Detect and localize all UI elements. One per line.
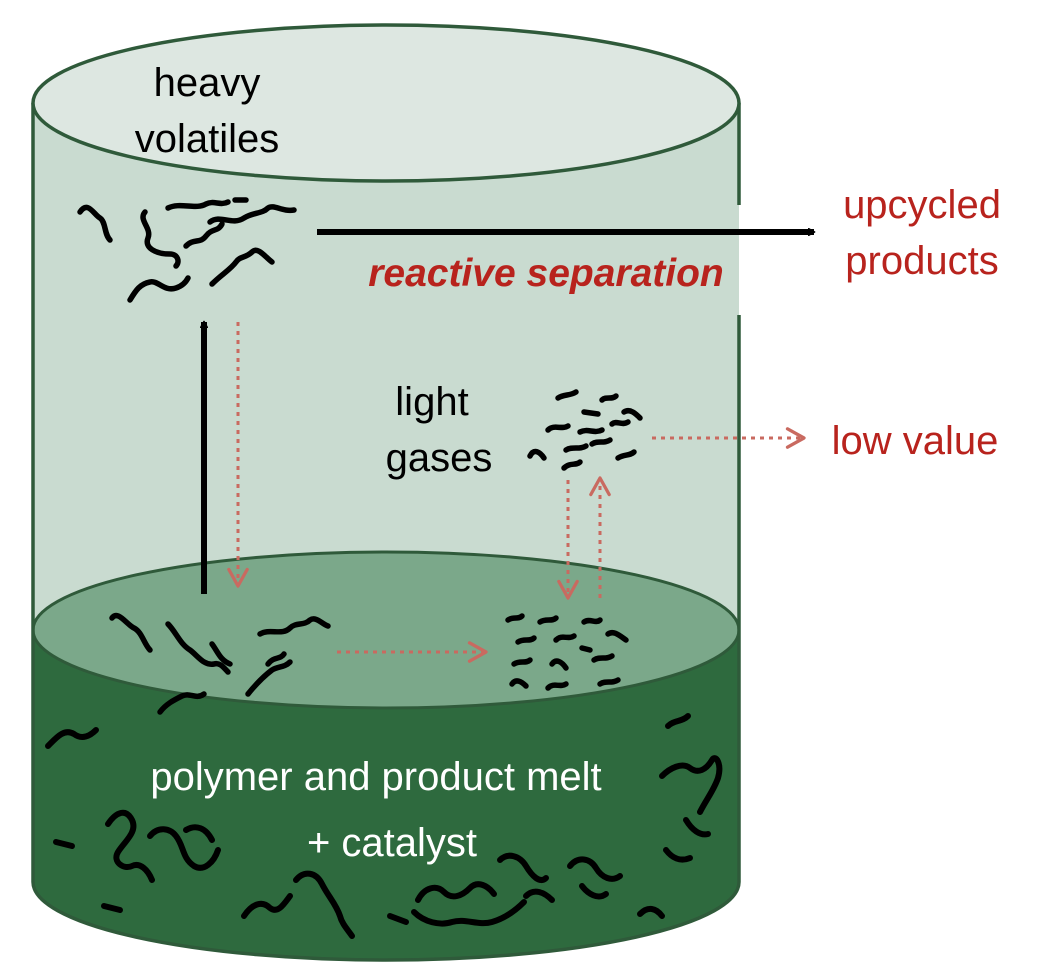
- short-dash-fragment-icon: [555, 389, 579, 401]
- short-dash-fragment-icon: [615, 449, 637, 461]
- surface-chains: [109, 612, 331, 715]
- squiggle-chain-icon: [45, 727, 99, 749]
- surface-fragments: [505, 613, 629, 691]
- squiggle-chain-icon: [665, 713, 691, 729]
- squiggle-chain-icon: [140, 209, 181, 269]
- short-dash-fragment-icon: [563, 443, 589, 453]
- melt-polymer-chains: [45, 713, 723, 939]
- squiggle-chain-icon: [101, 903, 123, 913]
- short-dash-fragment-icon: [511, 657, 533, 667]
- vessel-top: [31, 23, 741, 183]
- melt-label-line1: polymer and product melt: [150, 755, 601, 799]
- short-dash-fragment-icon: [561, 459, 583, 471]
- squiggle-chain-icon: [183, 824, 215, 843]
- light-gases-label-line1: light: [395, 380, 468, 424]
- squiggle-chain-icon: [411, 899, 527, 927]
- squiggle-chain-icon: [265, 651, 287, 667]
- squiggle-chain-icon: [497, 852, 549, 884]
- heavy-volatiles-label-line1: heavy: [154, 61, 261, 105]
- squiggle-chain-icon: [157, 691, 207, 715]
- squiggle-chain-icon: [207, 204, 297, 225]
- short-dash-fragment-icon: [509, 678, 529, 689]
- squiggle-chain-icon: [209, 247, 275, 287]
- vessel-bottom-edge: [31, 881, 741, 962]
- squiggle-chain-icon: [387, 913, 409, 925]
- squiggle-chain-icon: [241, 893, 293, 919]
- squiggle-chain-icon: [77, 204, 113, 243]
- short-dash-fragment-icon: [549, 658, 569, 671]
- squiggle-chain-icon: [183, 221, 225, 249]
- short-dash-fragment-icon: [527, 448, 547, 461]
- upcycled-products-label-line2: products: [845, 239, 998, 283]
- squiggle-chain-icon: [415, 881, 497, 903]
- squiggle-chain-icon: [245, 659, 293, 697]
- squiggle-chain-icon: [293, 870, 355, 939]
- light-gas-fragments: [527, 389, 643, 471]
- squiggle-chain-icon: [53, 839, 75, 849]
- squiggle-chain-icon: [683, 817, 711, 838]
- short-dash-fragment-icon: [581, 409, 601, 417]
- squiggle-chain-icon: [209, 641, 233, 667]
- short-dash-fragment-icon: [579, 645, 593, 653]
- short-dash-fragment-icon: [605, 629, 629, 643]
- short-dash-fragment-icon: [515, 635, 537, 645]
- short-dash-fragment-icon: [621, 407, 643, 421]
- heavy-volatile-chains: [77, 197, 297, 303]
- short-dash-fragment-icon: [609, 419, 631, 427]
- upcycled-products-label-line1: upcycled: [843, 183, 1001, 227]
- heavy-volatiles-label-line2: volatiles: [135, 117, 280, 161]
- squiggle-chain-icon: [109, 612, 153, 653]
- short-dash-fragment-icon: [545, 681, 569, 691]
- squiggle-chain-icon: [165, 621, 231, 675]
- short-dash-fragment-icon: [553, 633, 577, 643]
- melt-layer: [33, 630, 739, 960]
- squiggle-chain-icon: [147, 826, 221, 871]
- low-value-label: low value: [832, 419, 999, 463]
- short-dash-fragment-icon: [577, 427, 605, 435]
- short-dash-fragment-icon: [537, 615, 559, 625]
- squiggle-chain-icon: [105, 809, 155, 883]
- short-dash-fragment-icon: [581, 617, 603, 625]
- squiggle-chain-icon: [659, 755, 723, 815]
- squiggle-chain-icon: [257, 616, 331, 637]
- short-dash-fragment-icon: [589, 437, 613, 447]
- short-dash-fragment-icon: [591, 653, 615, 663]
- squiggle-chain-icon: [637, 906, 665, 919]
- squiggle-chain-icon: [663, 847, 693, 863]
- short-dash-fragment-icon: [505, 613, 525, 623]
- squiggle-chain-icon: [579, 883, 609, 900]
- squiggle-chain-icon: [567, 856, 623, 882]
- short-dash-fragment-icon: [545, 423, 571, 433]
- short-dash-fragment-icon: [599, 393, 619, 403]
- short-dash-fragment-icon: [597, 677, 621, 687]
- reactive-separation-label: reactive separation: [368, 252, 724, 295]
- squiggle-chain-icon: [523, 888, 555, 903]
- squiggle-chain-icon: [127, 275, 191, 303]
- light-gases-label-line2: gases: [386, 436, 493, 480]
- squiggle-chain-icon: [165, 199, 231, 211]
- melt-label-line2: + catalyst: [307, 821, 477, 865]
